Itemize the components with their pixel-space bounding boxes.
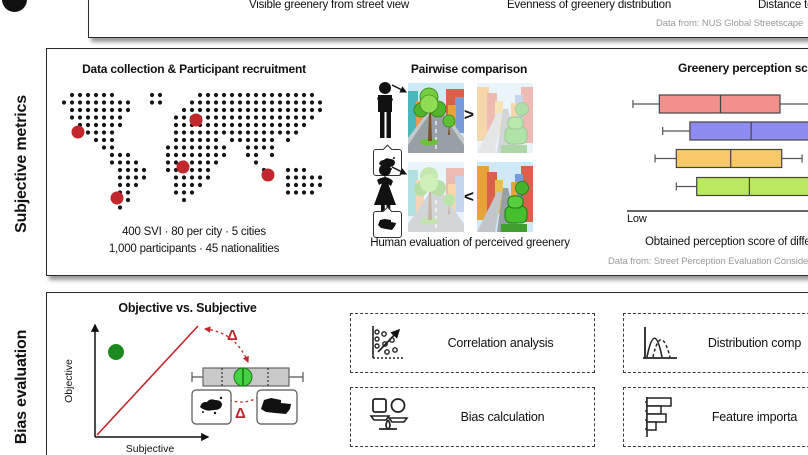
score-box-group (654, 148, 803, 169)
score-caption: Obtained perception score of different d (645, 236, 808, 248)
score-data-source: Data from: Street Perception Evaluation … (608, 256, 808, 267)
street-image-tree-faded (408, 162, 464, 232)
city-marker (110, 191, 124, 205)
city-marker (71, 125, 85, 139)
caption-distance: Distance to greenery (757, 0, 808, 11)
city-marker (189, 113, 203, 127)
collection-title: Data collection & Participant recruitmen… (82, 62, 306, 76)
collection-stats-line2: 1,000 participants · 45 nationalities (108, 243, 280, 255)
delta-symbol-top: Δ (227, 327, 238, 344)
delta-arrow-top (203, 326, 249, 363)
country-a-map-icon (200, 399, 222, 411)
score-axis-low-label: Low (627, 213, 647, 225)
caption-visible-greenery: Visible greenery from street view (248, 0, 409, 11)
section-badge-icon (2, 0, 27, 12)
pairwise-caption: Human evaluation of perceived greenery (370, 237, 570, 249)
city-marker (176, 160, 190, 174)
comparison-operator-row1: > (464, 105, 474, 124)
bias-evaluation-label: Bias evaluation (13, 329, 30, 445)
feature-importance-icon (645, 397, 672, 437)
subjective-metrics-label: Subjective metrics (13, 95, 30, 233)
method-label: Feature importa (711, 410, 798, 424)
scatter-ylabel: Objective (63, 359, 75, 403)
street-image-tree-vivid (408, 83, 464, 153)
bias-plot-title: Objective vs. Subjective (118, 301, 257, 315)
female-nationality-bubble (373, 206, 402, 238)
method-label: Correlation analysis (447, 336, 554, 350)
delta-symbol-bottom: Δ (235, 405, 246, 422)
usa-map-icon (261, 398, 291, 414)
method-label: Bias calculation (460, 410, 545, 424)
street-image-hedge-faded (477, 83, 533, 153)
score-title: Greenery perception score (678, 61, 808, 75)
objective-data-source: Data from: NUS Global Streetscape (656, 18, 804, 29)
pairwise-title: Pairwise comparison (410, 62, 528, 76)
scatter-xlabel: Subjective (126, 443, 175, 455)
bias-scatter-diagram: Objective Subjective Δ Δ (63, 323, 304, 455)
collection-stats-line1: 400 SVI · 80 per city · 5 cities (122, 226, 266, 238)
male-rater-icon (377, 82, 408, 138)
identity-line (96, 325, 199, 436)
correlation-analysis-icon (372, 326, 403, 359)
group-a-map-box (191, 389, 232, 425)
city-marker (261, 168, 275, 182)
score-box-group (675, 176, 808, 197)
caption-evenness: Evenness of greenery distribution (506, 0, 672, 11)
method-box-correlation: Correlation analysis (350, 313, 595, 373)
group-b-map-box (256, 389, 298, 425)
distribution-comparison-icon (643, 327, 677, 359)
objective-metrics-panel: Visible greenery from street view Evenne… (88, 0, 808, 38)
comparison-operator-row2: < (464, 187, 474, 206)
method-label: Distribution comp (707, 336, 802, 350)
method-box-bias-calculation: Bias calculation (350, 387, 595, 447)
method-box-distribution: Distribution comp (623, 313, 808, 373)
street-image-hedge-vivid (477, 162, 533, 232)
score-boxplot-chart (627, 94, 808, 212)
scatter-axes (90, 323, 210, 442)
pooled-boxplot (191, 367, 304, 387)
usa-map-icon (378, 218, 396, 230)
objective-data-point (108, 344, 124, 360)
bias-scale-icon (369, 398, 409, 431)
score-box-group (662, 121, 808, 141)
score-box-group (632, 94, 808, 114)
world-dot-map (61, 92, 323, 210)
method-box-feature-importance: Feature importa (623, 387, 808, 447)
